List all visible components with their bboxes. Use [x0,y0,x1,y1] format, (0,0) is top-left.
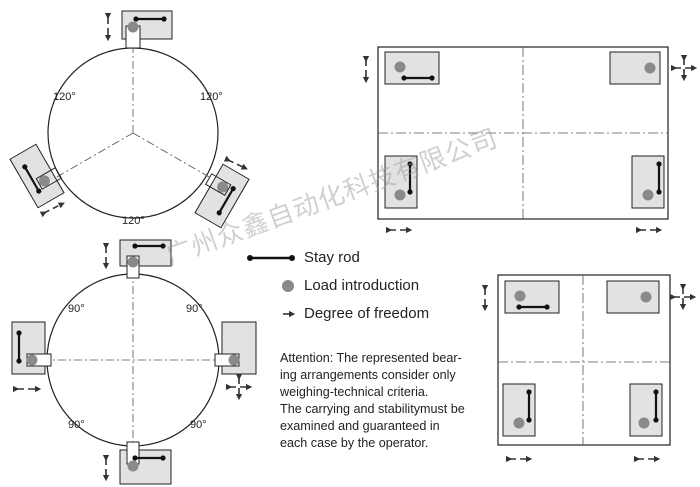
angle-label: 90° [68,419,85,431]
angle-label: 90° [68,303,85,315]
load-introduction-icon [217,181,229,193]
support-bottom [119,441,172,485]
legend-degree-of-freedom-label: Degree of freedom [304,305,430,322]
load-introduction-icon [513,417,525,429]
angle-label: 90° [186,303,203,315]
note-line: Attention: The represented bear- [280,351,462,365]
three-point-arrangement: 120° 120° 120° [9,10,250,229]
rectangular-arrangement-top [362,46,698,234]
support-right [214,321,257,375]
load-introduction-icon [127,256,139,268]
support-right-bottom [194,163,250,229]
support-bottom-left [502,383,536,437]
support-bottom-right [629,383,663,437]
load-introduction-icon [640,291,652,303]
support-top [121,10,173,49]
support-top-left [504,280,560,314]
four-way-arrow-icon [669,283,697,311]
legend-load-introduction-label: Load introduction [304,277,420,294]
note-line: examined and guaranteed in [280,419,440,433]
support-bottom-left [384,155,418,209]
note-line: The carrying and stabilitymust be [280,402,465,416]
load-introduction-icon [282,280,294,292]
load-introduction-icon [228,354,240,366]
support-left-bottom [9,143,65,209]
double-arrow-icon [223,155,248,170]
support-top-right [609,51,661,85]
legend-stay-rod-label: Stay rod [304,249,360,266]
load-introduction-icon [38,175,50,187]
four-way-arrow-icon [670,54,698,82]
legend [247,255,296,318]
double-arrow-icon [39,202,65,218]
load-introduction-icon [127,460,139,472]
load-introduction-icon [644,62,656,74]
attention-note: Attention: The represented bear- ing arr… [280,350,500,452]
support-bottom-right [631,155,665,209]
load-introduction-icon [127,21,139,33]
angle-label: 120° [200,91,223,103]
center-lines [498,275,670,445]
support-left [11,321,52,375]
support-top [119,239,172,279]
load-introduction-icon [638,417,650,429]
load-introduction-icon [394,189,406,201]
center-lines [378,47,668,219]
note-line: ing arrangements consider only [280,368,456,382]
center-lines [54,40,212,179]
load-introduction-icon [642,189,654,201]
angle-label: 90° [190,419,207,431]
load-introduction-icon [394,61,406,73]
rectangular-arrangement-bottom [481,274,697,463]
four-way-arrow-icon [225,373,253,401]
load-introduction-icon [514,290,526,302]
support-top-right [606,280,660,314]
center-lines [42,270,224,452]
load-introduction-icon [26,354,38,366]
support-top-left [384,51,440,85]
note-line: weighing-technical criteria. [280,385,429,399]
angle-label: 120° [53,91,76,103]
angle-label: 120° [122,215,145,227]
stay-rod-icon [247,255,295,261]
four-point-arrangement: 90° 90° 90° 90° [11,239,257,485]
note-line: each case by the operator. [280,436,429,450]
